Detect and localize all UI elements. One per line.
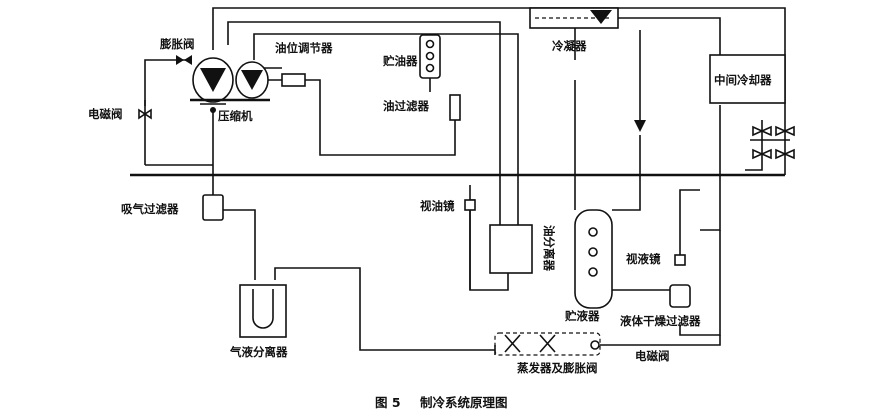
oil-level-regulator-icon xyxy=(281,73,306,87)
label-sight-glass-liquid: 视液镜 xyxy=(626,252,661,266)
label-sight-glass-oil: 视油镜 xyxy=(420,199,455,213)
label-compressor: 压缩机 xyxy=(218,109,253,123)
oil-reservoir-icon xyxy=(419,34,441,79)
label-expansion-valve: 膨胀阀 xyxy=(159,37,195,51)
compressor-assembly xyxy=(190,57,270,113)
liquid-receiver-icon xyxy=(574,209,613,309)
label-solenoid-valve-left: 电磁阀 xyxy=(88,107,123,121)
label-liquid-receiver: 贮液器 xyxy=(564,309,600,323)
label-oil-filter: 油过滤器 xyxy=(383,99,429,113)
label-condenser: 冷凝器 xyxy=(552,39,587,53)
label-oil-reservoir: 贮油器 xyxy=(382,54,418,68)
label-suction-filter: 吸气过滤器 xyxy=(121,202,179,216)
intercooler-box xyxy=(709,54,786,104)
solenoid-valve-bottom-icon xyxy=(590,340,600,350)
label-intercooler: 中间冷却器 xyxy=(714,73,772,87)
pipe-network xyxy=(130,7,790,355)
liquid-sight-glass-icon xyxy=(674,254,686,266)
label-oil-separator: 油分离器 xyxy=(542,225,556,271)
label-liquid-dryer-filter: 液体干燥过滤器 xyxy=(620,314,701,328)
liquid-dryer-filter-icon xyxy=(669,284,691,308)
oil-sight-glass-icon xyxy=(464,199,476,211)
check-valve-icon xyxy=(634,120,646,132)
label-evaporator-expansion: 蒸发器及膨胀阀 xyxy=(517,361,598,375)
valve-bank-icon xyxy=(752,125,795,160)
suction-filter-icon xyxy=(202,194,224,221)
figure-title: 制冷系统原理图 xyxy=(420,395,508,410)
figure-number: 图 5 xyxy=(375,395,401,410)
expansion-valve-icon xyxy=(176,55,192,65)
oil-separator-icon xyxy=(489,224,533,274)
condenser-icon xyxy=(529,7,619,29)
label-oil-level-regulator: 油位调节器 xyxy=(275,41,333,55)
oil-filter-icon xyxy=(449,94,461,121)
evaporator-icon xyxy=(494,332,601,356)
gas-liquid-separator-icon xyxy=(239,284,287,338)
label-solenoid-valve-bottom: 电磁阀 xyxy=(635,349,670,363)
solenoid-valve-left-icon xyxy=(138,100,152,120)
label-gas-liquid-separator: 气液分离器 xyxy=(229,345,288,359)
